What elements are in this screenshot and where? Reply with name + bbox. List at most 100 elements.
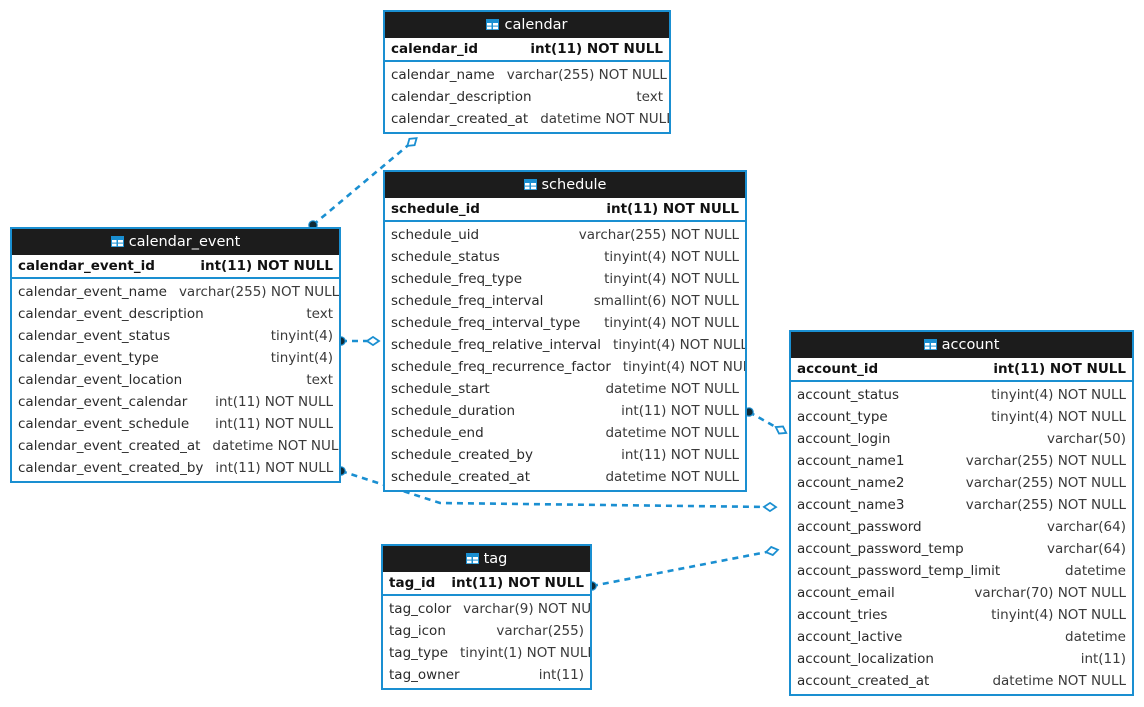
column-type: int(11) NOT NULL [451,575,584,591]
column-name: calendar_event_created_at [18,438,201,454]
column-name: account_tries [797,607,888,623]
table-icon [110,230,124,247]
column-type: tinyint(4) [270,328,333,344]
column-type: datetime NOT NULL [605,425,739,441]
column-row[interactable]: schedule_freq_interval_type tinyint(4) NO… [385,312,745,334]
column-type: datetime [1065,563,1126,579]
column-type: datetime NOT NULL [605,469,739,485]
column-type: int(11) NOT NULL [215,394,333,410]
column-row[interactable]: schedule_freq_type tinyint(4) NOT NULL [385,268,745,290]
column-name: account_email [797,585,895,601]
column-type: tinyint(4) NOT NULL [604,315,739,331]
relationship-endpoint-diamond [764,545,780,557]
table-header-account[interactable]: account [791,332,1132,358]
column-name: calendar_event_id [18,258,155,274]
table-header-tag[interactable]: tag [383,546,590,572]
column-name: calendar_description [391,89,532,105]
column-name: tag_icon [389,623,446,639]
column-row[interactable]: account_type tinyint(4) NOT NULL [791,406,1132,428]
column-type: varchar(255) NOT NULL [578,227,739,243]
column-name: schedule_freq_interval_type [391,315,581,331]
column-name: tag_color [389,601,452,617]
table-header-calendar_event[interactable]: calendar_event [12,229,339,255]
column-type: varchar(64) [1046,541,1126,557]
column-name: schedule_start [391,381,490,397]
column-name: account_login [797,431,891,447]
table-header-calendar[interactable]: calendar [385,12,669,38]
table-header-schedule[interactable]: schedule [385,172,745,198]
column-type: varchar(255) NOT NULL [178,284,340,300]
column-name: schedule_freq_recurrence_factor [391,359,611,375]
table-icon [465,547,479,564]
column-type: tinyint(4) NOT NULL [604,249,739,265]
table-title: tag [483,551,508,567]
column-name: schedule_freq_type [391,271,523,287]
column-type: int(11) NOT NULL [530,41,663,57]
table-title: calendar_event [128,234,241,250]
column-name: schedule_duration [391,403,516,419]
column-row[interactable]: tag_icon varchar(255) [383,620,590,642]
column-name: account_type [797,409,888,425]
column-name: calendar_event_description [18,306,204,322]
column-type: tinyint(4) NOT NULL [604,271,739,287]
relationship-endpoint-diamond [365,335,381,347]
column-type: varchar(255) [496,623,584,639]
column-type: tinyint(4) NOT NULL [991,409,1126,425]
relationship-line-tag-to-account [591,549,773,588]
column-type: varchar(255) NOT NULL [965,453,1126,469]
column-name: schedule_id [391,201,480,217]
column-type: tinyint(1) NOT NULL [460,645,592,661]
column-type: text [306,372,333,388]
column-type: int(11) NOT NULL [993,361,1126,377]
